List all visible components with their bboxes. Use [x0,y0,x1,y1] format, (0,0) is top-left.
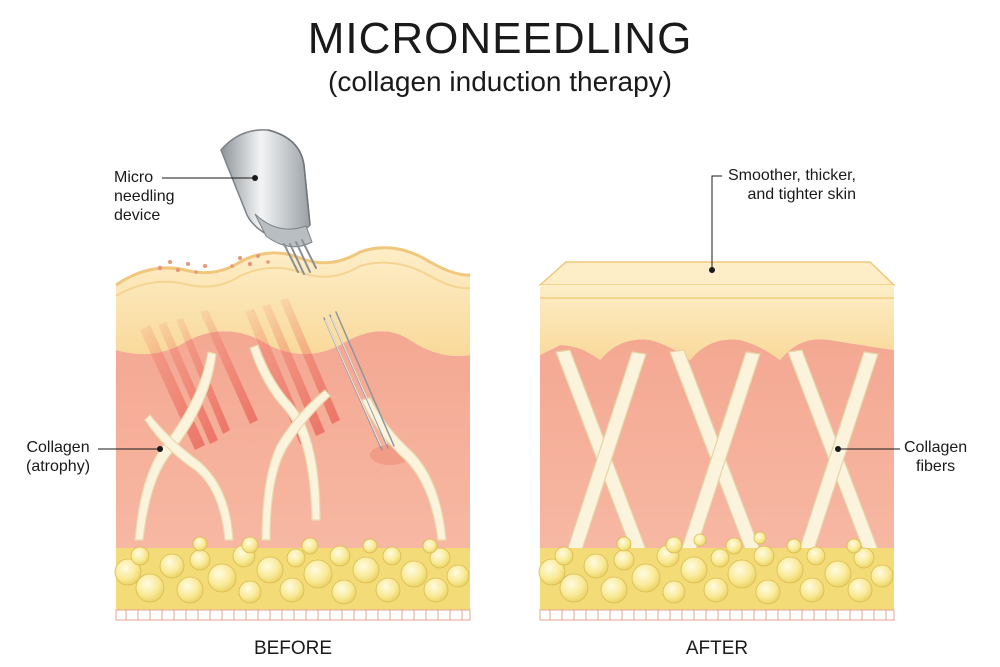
after-epidermis [540,285,894,360]
page-title: MICRONEEDLING [307,14,693,63]
device-label: Micro needling device [114,169,175,224]
before-epidermis [116,247,470,356]
after-fat-layer [538,531,894,610]
microneedling-pen-icon [220,129,317,275]
before-skin-block [114,246,471,621]
after-caption: AFTER [685,638,749,659]
page-subtitle: (collagen induction therapy) [328,66,672,97]
collagen-fibers-label: Collagen fibers [904,439,968,475]
after-skin-block [538,261,896,621]
before-caption: BEFORE [253,638,333,659]
before-fat-layer [114,536,470,610]
collagen-atrophy-label: Collagen (atrophy) [26,439,91,475]
smoother-skin-label: Smoother, thicker, and tighter skin [727,167,856,203]
